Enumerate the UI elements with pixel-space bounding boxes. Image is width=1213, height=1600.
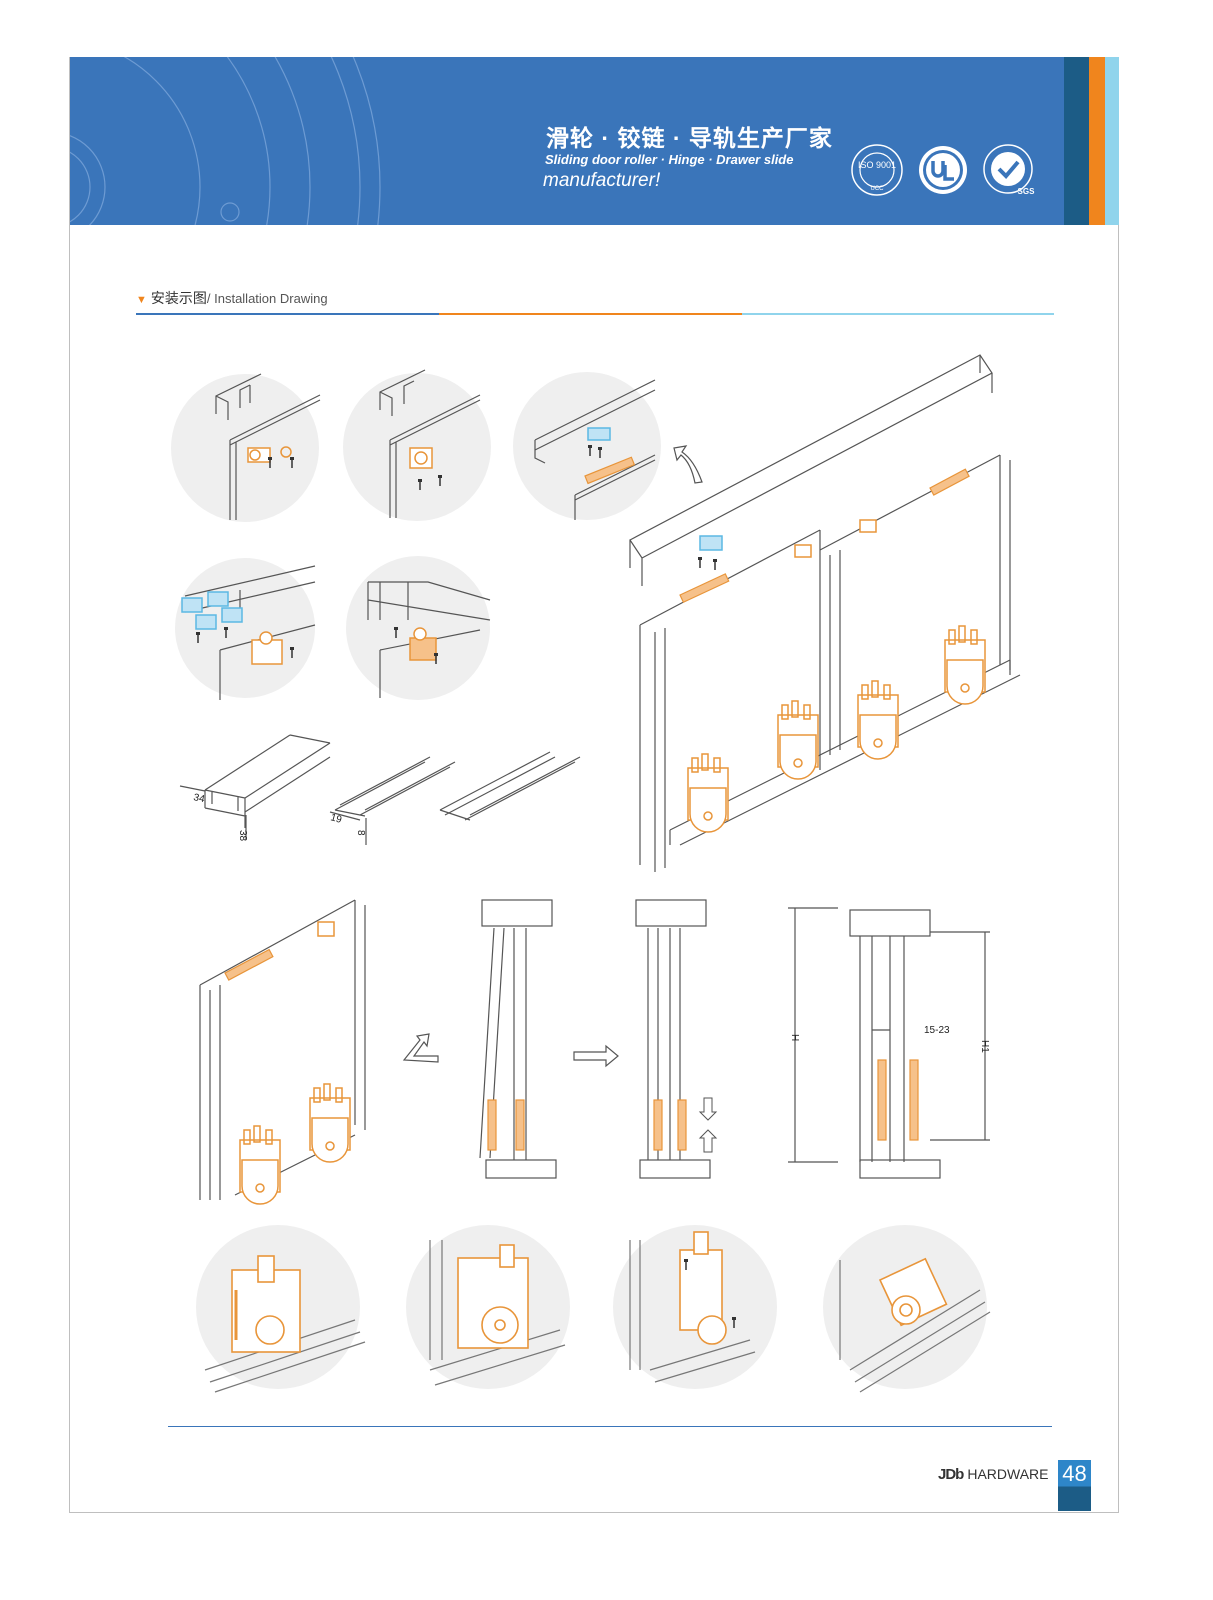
page-number-badge: 48 <box>1058 1460 1091 1511</box>
bottom-rail-profile <box>329 756 456 845</box>
header-stripe-dark <box>1064 57 1089 225</box>
detail-circle-4 <box>175 558 316 700</box>
detail-circle-6 <box>196 1225 366 1393</box>
dim-height-h: H <box>789 1034 800 1041</box>
cert-iso-label: ISO 9001 <box>858 160 896 170</box>
section-heading: ▼安装示图/ Installation Drawing <box>136 288 328 308</box>
diagonal-arrow-icon <box>402 1033 439 1063</box>
dim-track-width: 34 <box>192 792 206 805</box>
header-banner: 滑轮 · 铰链 · 导轨生产厂家 Sliding door roller · H… <box>70 57 1119 225</box>
up-down-arrows-icon <box>698 1097 718 1153</box>
detail-circle-2 <box>343 369 491 521</box>
dim-height-h1: H1 <box>979 1040 990 1053</box>
brand-logo: JDb <box>938 1466 964 1483</box>
iso-9001-seal-icon: ISO 9001 UCC <box>851 144 903 196</box>
dim-rail-height: 8 <box>355 830 366 836</box>
section-title-cn: 安装示图 <box>150 290 207 306</box>
dim-gap: 15-23 <box>924 1025 950 1036</box>
header-title-en: Sliding door roller · Hinge · Drawer sli… <box>545 152 794 167</box>
side-section-3 <box>788 907 990 1179</box>
header-title-en2: manufacturer! <box>543 170 661 191</box>
detail-circle-1 <box>171 373 321 522</box>
cert-iso-sub: UCC <box>871 186 885 192</box>
detail-circle-9 <box>823 1225 991 1393</box>
right-arrow-icon <box>573 1044 619 1068</box>
side-section-2 <box>635 899 711 1179</box>
assembly-view <box>629 354 1021 872</box>
section-divider <box>136 313 1054 315</box>
header-stripe-orange <box>1089 57 1105 225</box>
dim-rail-width: 19 <box>329 812 343 826</box>
curved-arrow-icon <box>673 445 703 484</box>
side-section-1 <box>479 899 557 1179</box>
header-decoration <box>70 57 381 225</box>
floor-rail-profile <box>439 751 581 821</box>
dim-track-height: 38 <box>237 830 248 842</box>
section-title-en: / Installation Drawing <box>206 291 328 306</box>
header-title-cn: 滑轮 · 铰链 · 导轨生产厂家 <box>546 125 833 151</box>
ul-seal-icon <box>919 146 967 194</box>
detail-circle-3 <box>513 372 661 520</box>
detail-circle-7 <box>406 1225 570 1389</box>
header-stripe-light <box>1105 57 1119 225</box>
triangle-marker-icon: ▼ <box>136 294 147 306</box>
page-number: 48 <box>1062 1461 1087 1486</box>
cert-sgs-label: SGS <box>1018 187 1036 196</box>
detail-circle-8 <box>613 1225 777 1389</box>
brand-text: HARDWARE <box>967 1466 1049 1482</box>
footer-divider <box>168 1426 1052 1427</box>
detail-circle-5 <box>346 556 491 700</box>
sgs-seal-icon: SGS <box>983 144 1036 196</box>
top-track-profile <box>179 734 331 840</box>
